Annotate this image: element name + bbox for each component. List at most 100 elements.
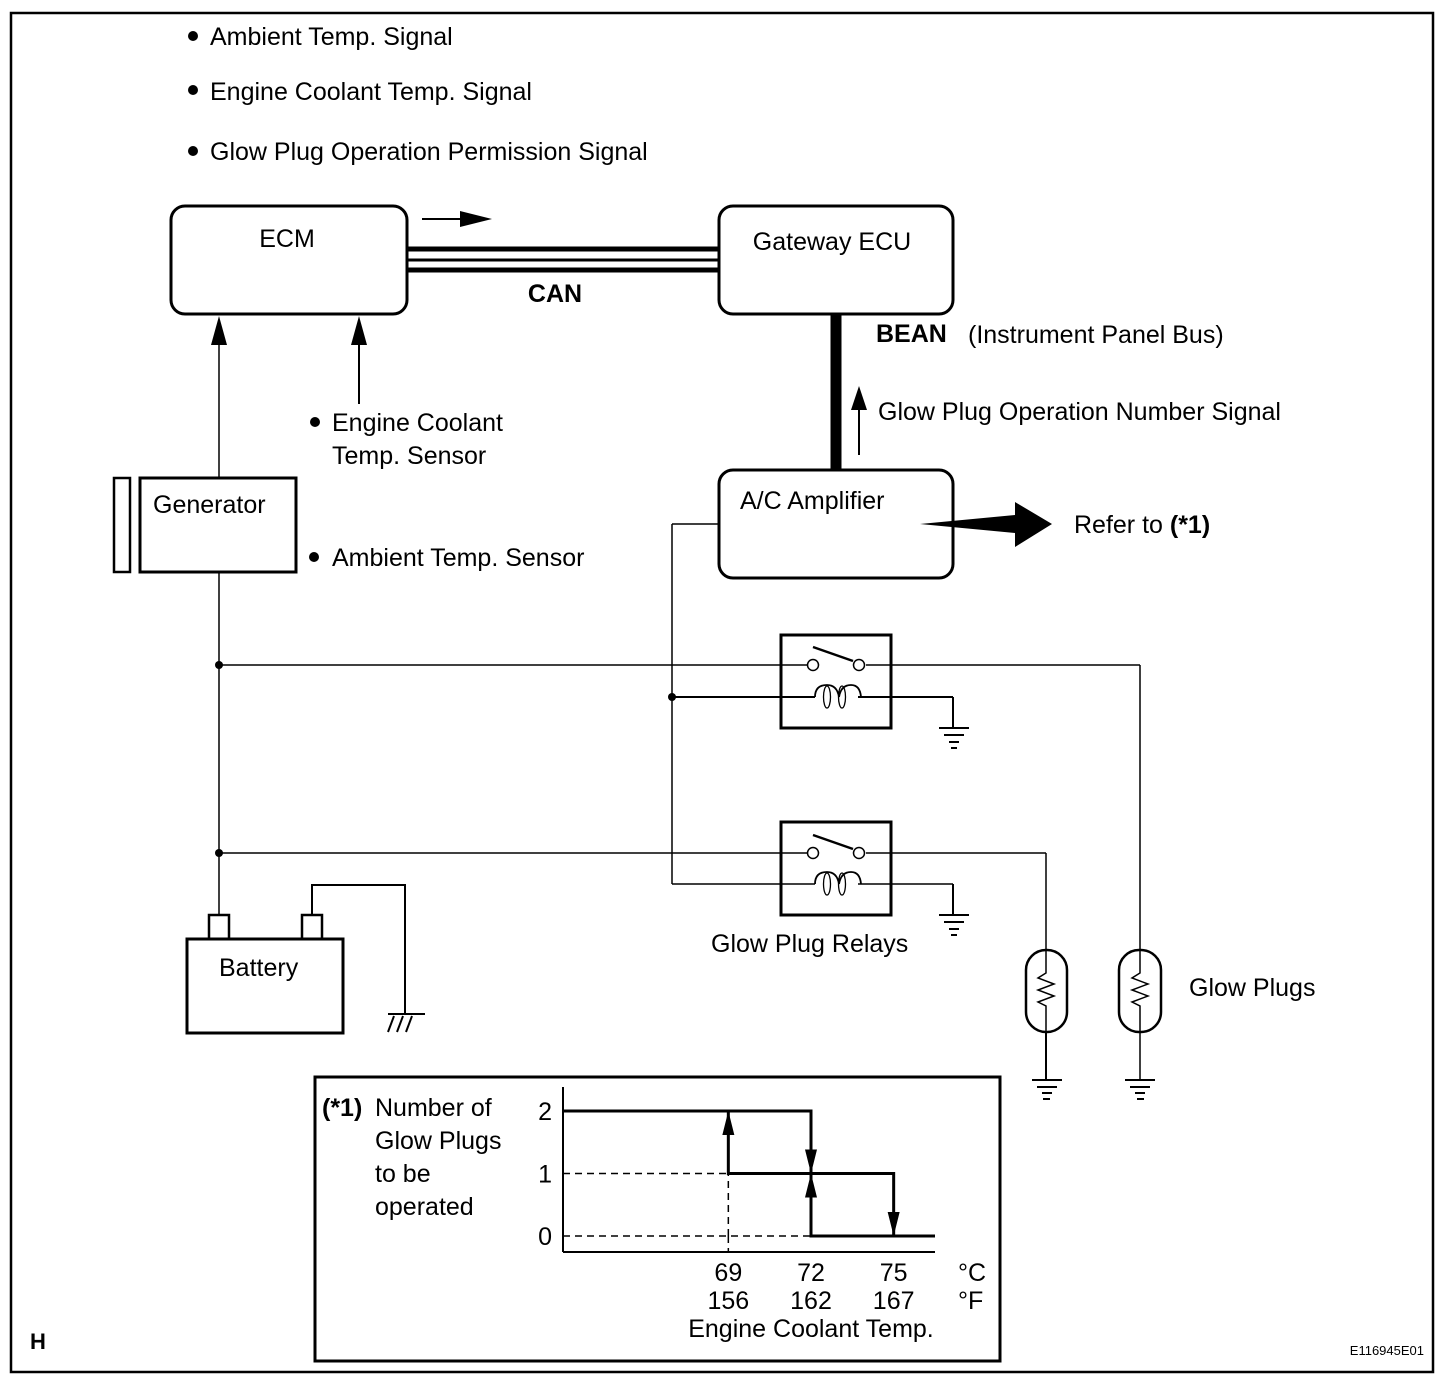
chart-ylabel-line2: Glow Plugs <box>375 1127 501 1155</box>
chart-frame <box>313 1075 1002 1363</box>
chart-arrow-down-icon <box>887 1212 900 1236</box>
arrowhead-up-icon <box>211 316 227 345</box>
chart-ylabel-line3: to be <box>375 1160 431 1188</box>
glow-plug-number-signal: Glow Plug Operation Number Signal <box>851 386 1281 455</box>
glow-plug-relay-2 <box>779 820 893 917</box>
chart-x-tick-label-f: 162 <box>790 1287 832 1315</box>
generator-box <box>138 476 298 574</box>
bean-description: (Instrument Panel Bus) <box>968 321 1224 349</box>
corner-letter: H <box>30 1329 46 1354</box>
glow-plug-relay-1 <box>779 633 893 730</box>
ground-icon <box>1032 1079 1062 1100</box>
battery-box <box>185 937 345 1035</box>
relay-box <box>779 633 893 730</box>
arrowhead-up-icon <box>851 386 867 410</box>
chart-series <box>563 1109 935 1238</box>
chart-arrow-up-icon <box>805 1173 817 1198</box>
ground-icon <box>1125 1079 1155 1100</box>
chart-xlabel: Engine Coolant Temp. <box>688 1315 934 1343</box>
signal-list: Ambient Temp. Signal Engine Coolant Temp… <box>188 23 648 166</box>
bullet-icon <box>188 31 198 41</box>
ambient-sensor-label: Ambient Temp. Sensor <box>332 544 584 572</box>
bullet-icon <box>309 552 319 562</box>
chart-title: (*1) <box>322 1094 362 1122</box>
big-arrow-right-icon <box>920 502 1052 547</box>
can-label: CAN <box>528 280 582 308</box>
bean-label: BEAN <box>876 320 947 348</box>
chassis-ground-icon <box>387 1013 425 1033</box>
gateway-ecu-block: Gateway ECU <box>717 204 955 316</box>
refer-to-label: Refer to (*1) <box>1074 511 1210 539</box>
can-bus: CAN <box>407 246 719 308</box>
switch-contact-icon <box>806 846 820 860</box>
glow-plug-count-chart: (*1) Number of Glow Plugs to be operated… <box>313 1075 1002 1363</box>
refer-to-arrow: Refer to (*1) <box>920 502 1210 547</box>
signal-ambient-temp: Ambient Temp. Signal <box>210 23 453 51</box>
chart-x-tick-label-c: 75 <box>880 1259 908 1287</box>
bullet-icon <box>188 146 198 156</box>
chart-guides <box>563 1172 811 1252</box>
chart-arrow-up-icon <box>722 1111 735 1135</box>
generator-label: Generator <box>153 491 266 519</box>
battery-ground-wire <box>311 884 406 1014</box>
ambient-sensor-note: Ambient Temp. Sensor <box>309 544 584 572</box>
chart-x-tick-label-f: 156 <box>707 1287 749 1315</box>
glow-plug-2 <box>1117 948 1163 1080</box>
bullet-icon <box>188 85 198 95</box>
outer-frame <box>9 11 1435 1374</box>
ac-amplifier-label: A/C Amplifier <box>740 487 884 515</box>
chart-arrow-down-icon <box>805 1149 817 1174</box>
battery-label: Battery <box>219 954 299 982</box>
ground-icon <box>939 727 969 749</box>
relay-box <box>779 820 893 917</box>
engine-coolant-sensor-line1: Engine Coolant <box>332 409 503 437</box>
gateway-ecu-box <box>717 204 955 316</box>
chart-ylabel-line4: operated <box>375 1193 474 1221</box>
ac-amplifier-block: A/C Amplifier <box>717 468 955 580</box>
refer-to-prefix: Refer to <box>1074 511 1170 539</box>
chart-x-tick-label-c: 72 <box>797 1259 825 1287</box>
chart-unit-celsius: °C <box>958 1259 986 1287</box>
ecm-box <box>169 204 409 316</box>
chart-y-tick-label: 1 <box>538 1161 552 1189</box>
generator-block: Generator <box>112 476 298 574</box>
bean-bus: BEAN (Instrument Panel Bus) <box>830 314 1224 470</box>
switch-blade-icon <box>812 645 854 663</box>
figure-id: E116945E01 <box>1350 1343 1424 1358</box>
refer-to-reference: (*1) <box>1170 511 1210 539</box>
resistor-icon <box>1129 950 1151 1032</box>
ecm-label: ECM <box>259 225 315 253</box>
chart-ylabel-line1: Number of <box>375 1094 492 1122</box>
signal-engine-coolant-temp: Engine Coolant Temp. Signal <box>210 78 532 106</box>
glow-plugs-label: Glow Plugs <box>1189 974 1315 1002</box>
can-direction-arrow-icon <box>422 211 492 227</box>
chart-y-tick-label: 0 <box>538 1223 552 1251</box>
engine-coolant-sensor-line2: Temp. Sensor <box>332 442 486 470</box>
chart-unit-fahrenheit: °F <box>958 1287 983 1315</box>
glow-plug-1 <box>1024 948 1069 1080</box>
chart-y-tick-label: 2 <box>538 1098 552 1126</box>
gateway-ecu-label: Gateway ECU <box>753 228 911 256</box>
chart-y-ticks: 0 1 2 <box>538 1098 552 1251</box>
battery-positive-terminal <box>207 913 231 941</box>
glow-plug-relays-label: Glow Plug Relays <box>711 930 908 958</box>
chart-x-tick-label-c: 69 <box>714 1259 742 1287</box>
glow-plug-number-signal-label: Glow Plug Operation Number Signal <box>878 398 1281 426</box>
bullet-icon <box>310 417 320 427</box>
switch-blade-icon <box>812 833 854 851</box>
switch-contact-icon <box>852 658 866 672</box>
chart-x-tick-label-f: 167 <box>873 1287 915 1315</box>
battery-negative-terminal <box>300 913 324 941</box>
engine-coolant-sensor-note: Engine Coolant Temp. Sensor <box>310 409 503 470</box>
ground-icon <box>939 914 969 936</box>
generator-side-bar <box>112 476 132 574</box>
switch-contact-icon <box>852 846 866 860</box>
resistor-icon <box>1035 950 1057 1032</box>
generator-to-ecm-arrow <box>211 316 227 478</box>
ecm-block: ECM <box>169 204 409 316</box>
battery-block: Battery <box>185 884 406 1035</box>
signal-glow-plug-permission: Glow Plug Operation Permission Signal <box>210 138 648 166</box>
sensor-to-ecm-arrow <box>351 316 367 404</box>
